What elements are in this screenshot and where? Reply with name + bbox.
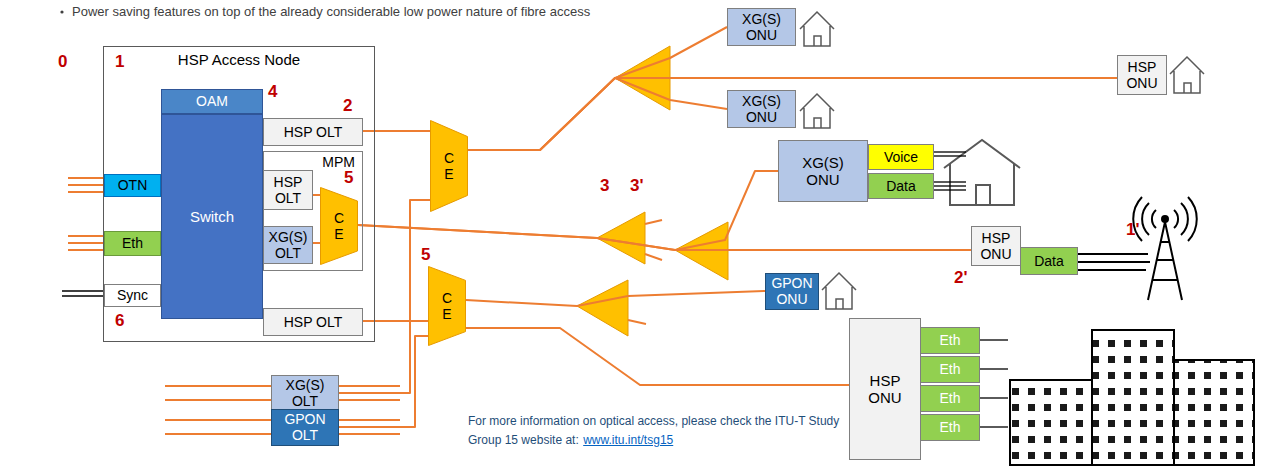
coexistence-element: C E: [428, 266, 466, 346]
callout-number: 5: [421, 245, 430, 265]
note-text: Power saving features on top of the alre…: [72, 4, 590, 19]
node-text: C E: [329, 210, 349, 242]
node-text: XG(S) ONU: [791, 154, 855, 189]
node-text: HSP ONU: [972, 230, 1020, 262]
service-port: Eth: [920, 414, 980, 441]
node-text: Sync: [114, 287, 151, 303]
interface-box: OTN: [104, 174, 161, 197]
node-text: HSP ONU: [1118, 59, 1166, 91]
callout-number: 2: [343, 96, 352, 116]
switch-box: Switch: [161, 114, 263, 319]
coexistence-element: C E: [320, 187, 358, 265]
building-icon: [1010, 330, 1254, 465]
fibre-connector: [363, 130, 430, 132]
interface-box: Eth: [104, 231, 161, 256]
callout-number: 3': [630, 176, 644, 196]
fibre-connector: [358, 171, 778, 250]
node-text: HSP OLT: [281, 124, 346, 140]
node-text: C E: [439, 150, 459, 182]
onu-box: HSP ONU: [971, 226, 1021, 266]
onu-box: XG(S) ONU: [727, 8, 796, 46]
fibre-connector: [313, 242, 320, 244]
node-text: OAM: [193, 93, 231, 109]
house-wiring: [934, 152, 966, 190]
space: [579, 430, 583, 447]
footer-block: For more information on optical access, …: [468, 410, 840, 448]
node-text: Eth: [119, 235, 146, 251]
interface-box: Sync: [104, 284, 161, 307]
olt-box: XG(S) OLT: [263, 226, 313, 264]
node-text: Eth: [936, 390, 963, 406]
fibre-connector: [339, 336, 428, 427]
oam-box: OAM: [161, 89, 263, 114]
fibre-connector: [363, 320, 428, 322]
fibre-connector: [466, 291, 765, 306]
service-port: Eth: [920, 327, 980, 354]
node-text: Voice: [881, 149, 921, 165]
onu-box: XG(S) ONU: [778, 140, 868, 202]
onu-box: XG(S) ONU: [727, 90, 796, 128]
callout-number: 3: [600, 176, 609, 196]
callout-number: 1': [1126, 220, 1140, 240]
trapezoid-shape: [429, 267, 466, 346]
node-text: HSP Access Node: [175, 51, 303, 68]
node-text: Eth: [936, 419, 963, 435]
olt-box: XG(S) OLT: [271, 375, 339, 412]
node-text: Data: [883, 178, 919, 194]
fibre-connector: [466, 328, 849, 385]
service-port: Data: [1020, 247, 1078, 275]
trapezoid-shape: [321, 188, 358, 265]
coexistence-element: C E: [430, 120, 468, 212]
olt-box: GPON OLT: [271, 409, 339, 446]
callout-number: 2': [954, 268, 968, 288]
node-text: GPON ONU: [766, 275, 818, 307]
node-text: XG(S) OLT: [264, 229, 312, 261]
callout-number: 6: [115, 311, 124, 331]
access-node: HSP Access NodeOAMSwitchHSP OLTMPMHSP OL…: [103, 46, 375, 342]
node-text: OTN: [115, 177, 151, 193]
service-port: Eth: [920, 356, 980, 383]
onu-box: HSP ONU: [1117, 55, 1167, 95]
onu-box: HSP ONU: [849, 318, 921, 460]
trapezoid-shape: [431, 121, 468, 212]
node-text: Eth: [936, 361, 963, 377]
node-text: HSP ONU: [850, 372, 920, 407]
callout-number: 5: [344, 168, 353, 188]
node-text: XG(S) ONU: [728, 11, 795, 43]
node-text: Switch: [187, 208, 237, 225]
node-text: HSP OLT: [264, 174, 312, 206]
fibre-connector: [358, 225, 971, 250]
onu-box: GPON ONU: [765, 273, 819, 310]
node-text: MPM: [319, 154, 358, 170]
service-port: Data: [868, 173, 934, 199]
olt-box: HSP OLT: [263, 308, 363, 336]
fibre-connector: [313, 194, 320, 196]
node-text: Eth: [936, 332, 963, 348]
node-text: Data: [1031, 253, 1067, 269]
building-wiring: [980, 340, 1008, 427]
node-text: XG(S) ONU: [728, 93, 795, 125]
fibre-connector: [468, 27, 727, 150]
antenna-tower: [1078, 197, 1197, 300]
callout-number: 0: [58, 52, 67, 72]
callout-number: 1: [115, 52, 124, 72]
sync-line: [62, 291, 103, 296]
olt-box: HSP OLT: [263, 118, 363, 146]
node-text: C E: [437, 290, 457, 322]
node-text: GPON OLT: [272, 411, 338, 443]
footer-link: www.itu.int/tsg15: [583, 433, 673, 447]
fibre-connector: [468, 78, 727, 150]
splitter-port: [628, 220, 662, 324]
node-text: XG(S) OLT: [272, 377, 338, 409]
service-port: Eth: [920, 385, 980, 412]
olt-box: HSP OLT: [263, 170, 313, 210]
callout-number: 4: [268, 82, 277, 102]
bullet-dot: [60, 10, 63, 13]
node-text: HSP OLT: [281, 314, 346, 330]
service-port: Voice: [868, 144, 934, 170]
